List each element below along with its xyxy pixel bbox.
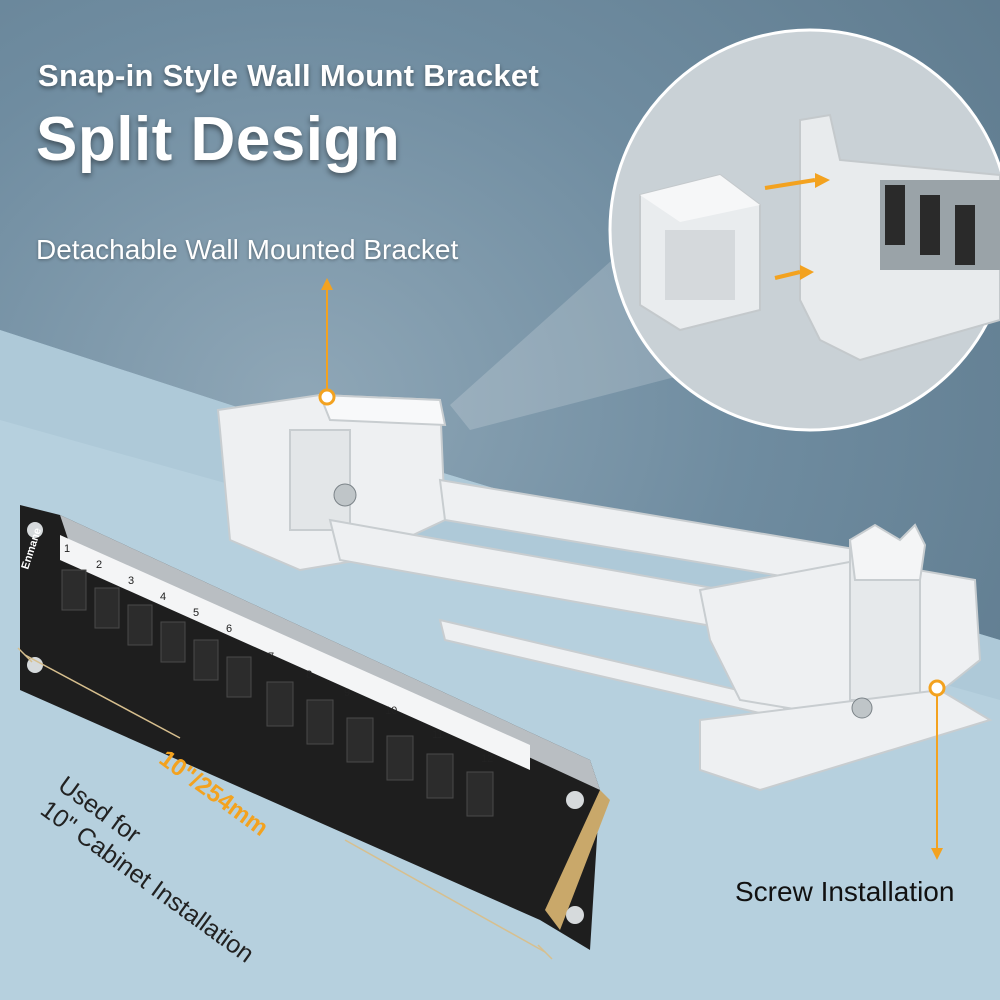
arrow-icon	[774, 270, 801, 280]
port-label-3: 3	[128, 575, 134, 587]
dimension-line	[17, 647, 553, 960]
port-label-4: 4	[160, 591, 166, 603]
orange-ring-icon	[318, 388, 336, 406]
patch-panel	[20, 505, 610, 950]
port-label-11: 11	[432, 729, 443, 741]
port-label-1: 1	[64, 543, 70, 555]
arrow-icon	[321, 278, 333, 290]
port-label-2: 2	[96, 559, 102, 571]
port-label-9: 9	[344, 687, 350, 699]
port-label-10: 10	[385, 705, 397, 717]
detail-inset	[608, 28, 1000, 432]
port-label-5: 5	[193, 607, 199, 619]
wall-mount-bracket	[216, 393, 993, 792]
headline-line-1: Snap-in Style Wall Mount Bracket	[38, 58, 540, 93]
port-label-6: 6	[226, 623, 232, 635]
arrow-icon	[931, 848, 943, 860]
port-label-7: 7	[268, 651, 274, 663]
port-label-12: 12	[481, 753, 493, 765]
orange-ring-icon	[928, 679, 946, 697]
callout-detachable: Detachable Wall Mounted Bracket	[36, 234, 459, 265]
arrow-icon	[764, 178, 816, 190]
headline-line-2: Split Design	[36, 105, 401, 174]
port-label-8: 8	[306, 669, 312, 681]
callout-screw: Screw Installation	[735, 876, 955, 907]
screw-icon	[333, 483, 357, 507]
screw-icon	[851, 697, 873, 719]
